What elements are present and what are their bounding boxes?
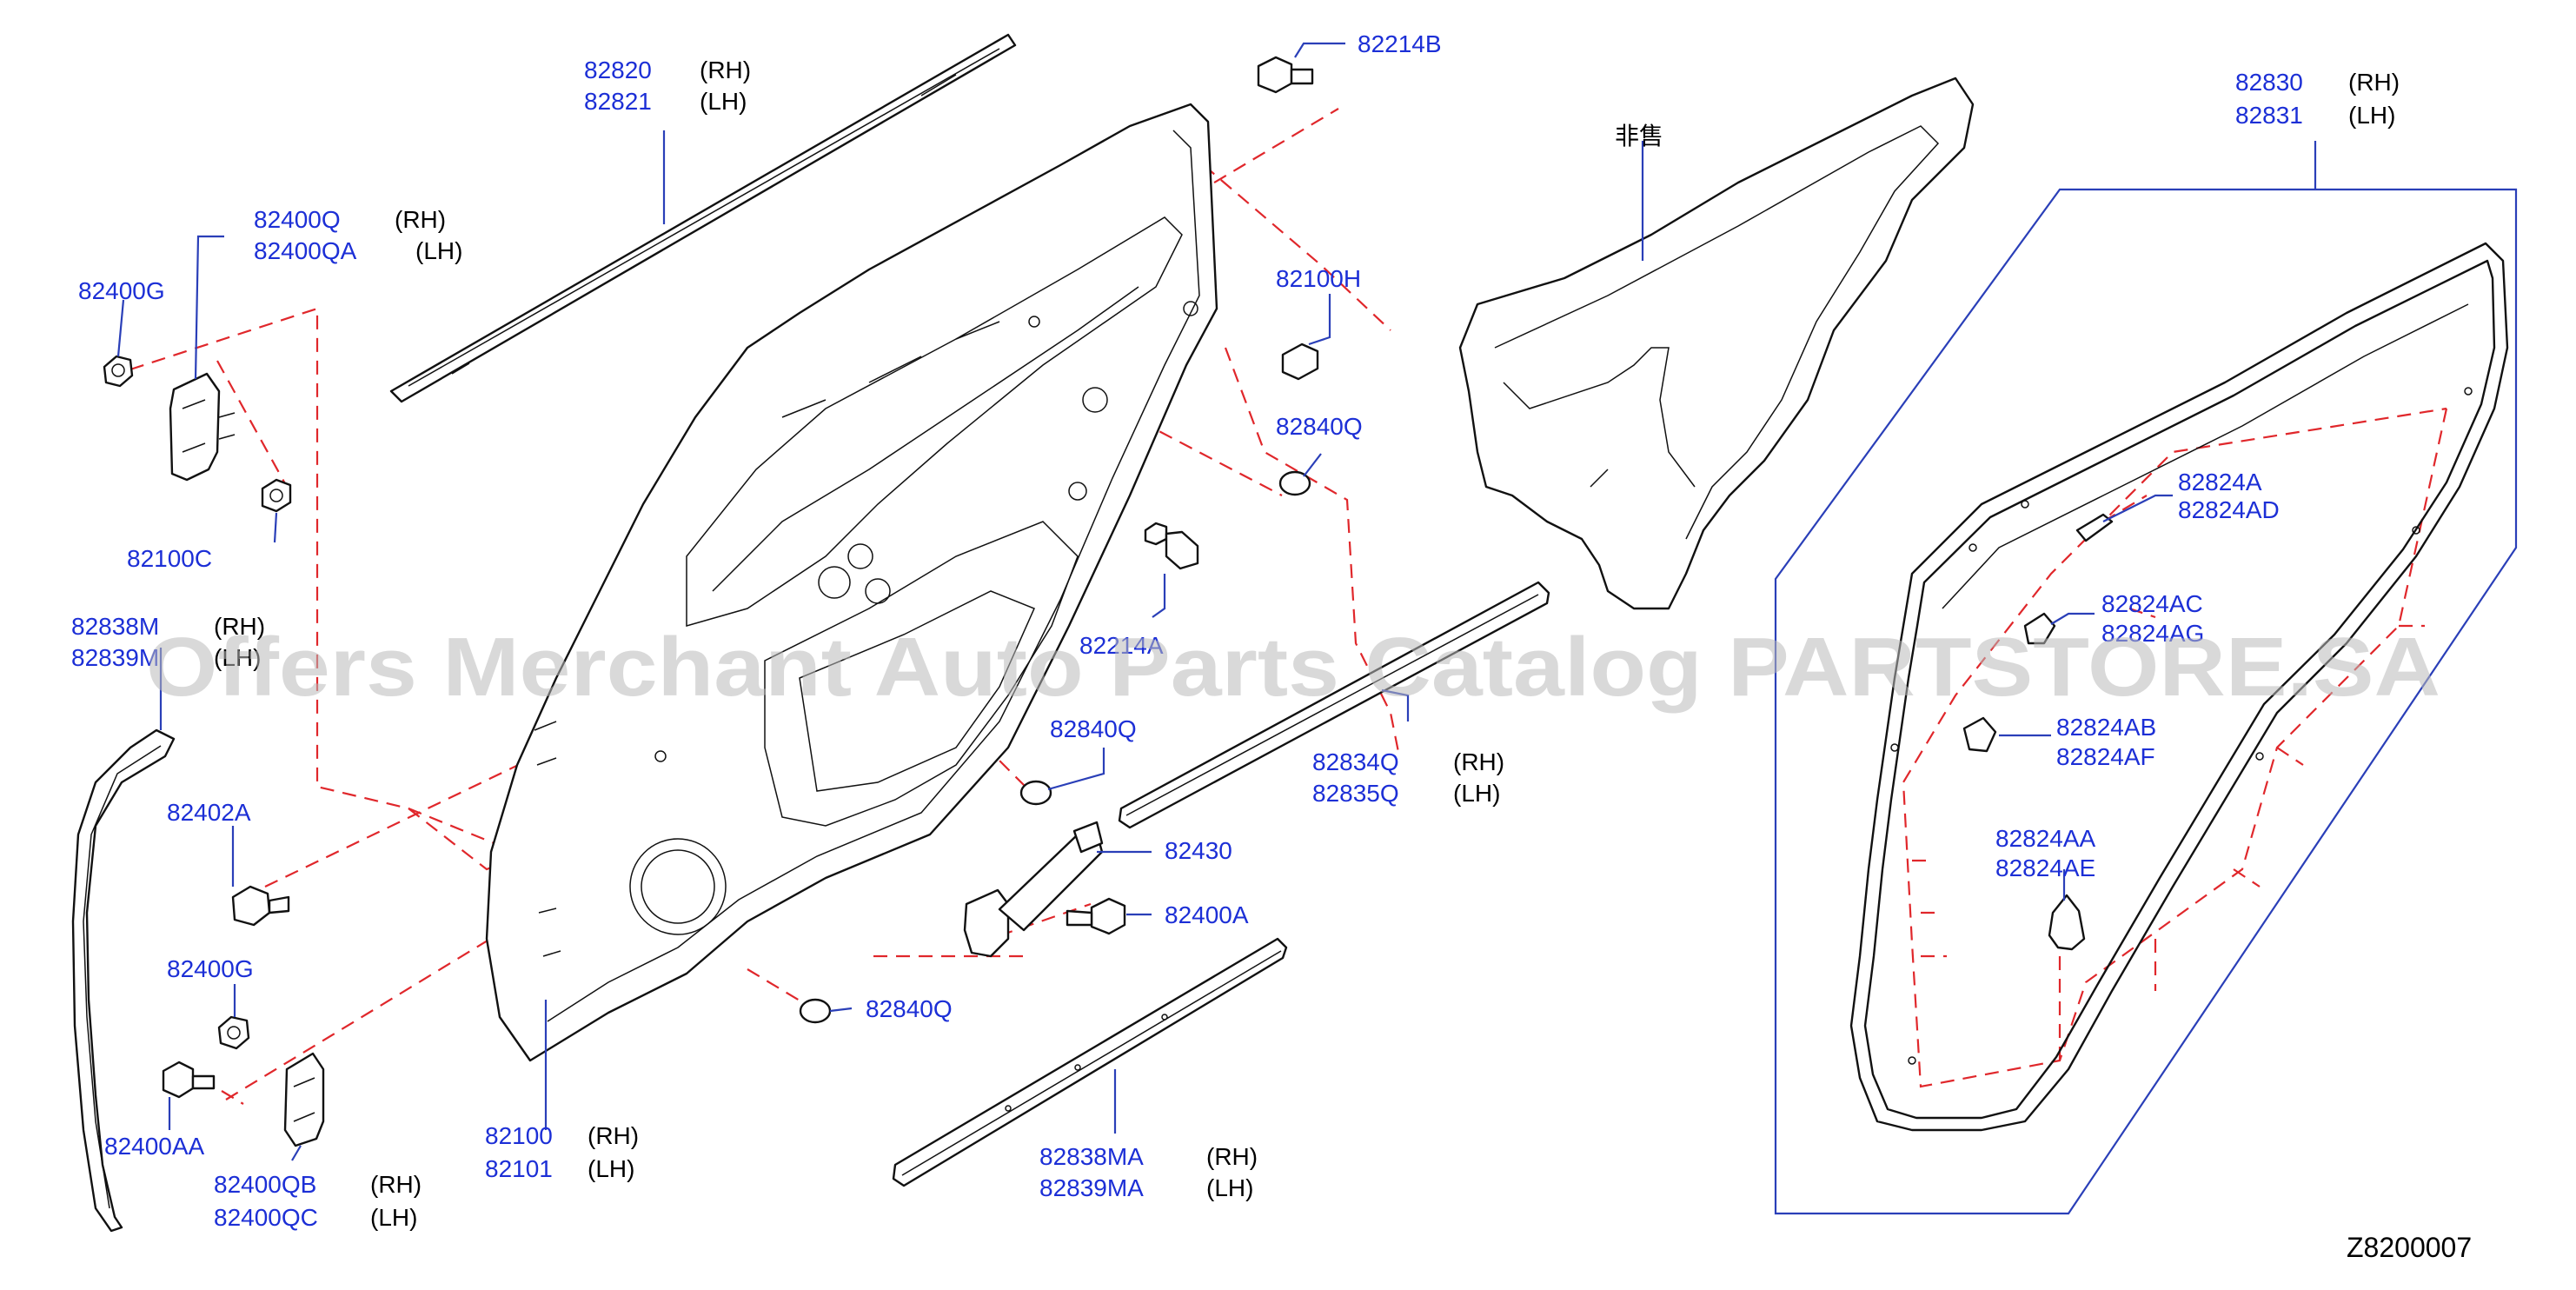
hinge-82400Q xyxy=(169,372,236,482)
label-82400A: 82400A xyxy=(1165,901,1249,928)
label-82840Q-a: 82840Q xyxy=(1276,413,1363,440)
bolt-82214A xyxy=(1144,522,1199,570)
clip-82824AC xyxy=(2023,612,2056,645)
bolt-82214B xyxy=(1257,56,1314,94)
label-82830: 82830 xyxy=(2235,69,2303,96)
clip-82824AB xyxy=(1962,716,1997,753)
label-82834Q-side: (RH) xyxy=(1453,748,1504,775)
label-82839M-side: (LH) xyxy=(214,644,261,671)
bolt-82400A xyxy=(1066,897,1126,935)
label-82840Q-b: 82840Q xyxy=(1050,715,1137,742)
grommet-82840Q-c xyxy=(799,998,832,1024)
label-82820-side: (RH) xyxy=(700,57,751,83)
label-82400QC: 82400QC xyxy=(214,1204,318,1231)
label-82824AE: 82824AE xyxy=(1995,854,2095,881)
seal-82838M xyxy=(71,728,176,1233)
label-82824AC: 82824AC xyxy=(2101,590,2203,617)
label-82831: 82831 xyxy=(2235,102,2303,129)
label-82831-side: (LH) xyxy=(2348,102,2395,129)
label-82400QB: 82400QB xyxy=(214,1171,316,1198)
label-82824AB: 82824AB xyxy=(2056,714,2156,741)
label-82821: 82821 xyxy=(584,88,652,115)
label-82400G-top: 82400G xyxy=(78,277,165,304)
label-82830-side: (RH) xyxy=(2348,69,2400,96)
leader-lines xyxy=(116,42,2317,1161)
label-82100: 82100 xyxy=(485,1122,553,1149)
label-82214B: 82214B xyxy=(1358,30,1442,57)
label-82838M: 82838M xyxy=(71,613,159,640)
label-not-for-sale: 非售 xyxy=(1615,123,1663,150)
label-82402A: 82402A xyxy=(167,799,251,826)
label-82840Q-c: 82840Q xyxy=(866,995,953,1022)
watermark-text: Offers Merchant Auto Parts Catalog PARTS… xyxy=(146,621,2440,714)
window-channel-82820 xyxy=(389,33,1017,403)
label-82839MA: 82839MA xyxy=(1039,1174,1144,1201)
label-82838MA-side: (RH) xyxy=(1206,1143,1258,1170)
label-82400QB-side: (RH) xyxy=(370,1171,422,1198)
nut-82100C xyxy=(261,478,292,513)
label-82824AG: 82824AG xyxy=(2101,620,2204,647)
label-82839M: 82839M xyxy=(71,644,159,671)
label-82821-side: (LH) xyxy=(700,88,747,115)
label-82824AD: 82824AD xyxy=(2178,496,2280,523)
assembly-dashed-lines xyxy=(129,108,2448,1105)
door-check-82430 xyxy=(963,821,1104,958)
label-82400QA-side: (LH) xyxy=(415,237,462,264)
label-82100H: 82100H xyxy=(1276,265,1361,292)
label-82839MA-side: (LH) xyxy=(1206,1174,1253,1201)
label-82100-side: (RH) xyxy=(588,1122,639,1149)
bolt-82402A xyxy=(231,885,290,927)
label-82100C: 82100C xyxy=(127,545,212,572)
nut-82400G-top xyxy=(103,355,134,388)
clip-82824AA xyxy=(2048,894,2086,951)
label-82400QA: 82400QA xyxy=(254,237,357,264)
label-82820: 82820 xyxy=(584,57,652,83)
label-82400Q-side: (RH) xyxy=(395,206,446,233)
label-82824A: 82824A xyxy=(2178,469,2262,495)
grommet-82840Q-b xyxy=(1019,780,1052,806)
label-82838MA: 82838MA xyxy=(1039,1143,1144,1170)
label-82835Q-side: (LH) xyxy=(1453,780,1500,807)
door-inner-panel-82100 xyxy=(485,103,1218,1062)
labels: 82820 (RH) 82821 (LH) 82214B 82400Q (RH)… xyxy=(71,30,2472,1263)
label-82400Q: 82400Q xyxy=(254,206,341,233)
label-82824AA: 82824AA xyxy=(1995,825,2096,852)
label-82214A: 82214A xyxy=(1079,632,1164,659)
hinge-82400QB xyxy=(283,1052,325,1147)
label-82838M-side: (RH) xyxy=(214,613,265,640)
label-82824AF: 82824AF xyxy=(2056,743,2155,770)
label-82101-side: (LH) xyxy=(588,1155,634,1182)
clip-82824A xyxy=(2075,513,2114,542)
label-82835Q: 82835Q xyxy=(1312,780,1399,807)
weatherstrip-group-frame xyxy=(1774,188,2518,1215)
bolt-82400AA xyxy=(162,1061,216,1099)
nut-82400G-bottom xyxy=(217,1015,250,1050)
moulding-82838MA xyxy=(892,937,1288,1187)
plug-82100H xyxy=(1281,342,1319,381)
belt-moulding-82834Q xyxy=(1118,581,1550,829)
diagram-reference-code: Z8200007 xyxy=(2347,1232,2472,1263)
label-82101: 82101 xyxy=(485,1155,553,1182)
label-82834Q: 82834Q xyxy=(1312,748,1399,775)
label-82400G-bottom: 82400G xyxy=(167,955,254,982)
weatherstrip-82830 xyxy=(1849,242,2509,1132)
label-82430: 82430 xyxy=(1165,837,1232,864)
label-82400AA: 82400AA xyxy=(104,1133,205,1160)
sealing-screen xyxy=(1458,76,1975,610)
grommet-82840Q-a xyxy=(1278,470,1311,496)
label-82400QC-side: (LH) xyxy=(370,1204,417,1231)
